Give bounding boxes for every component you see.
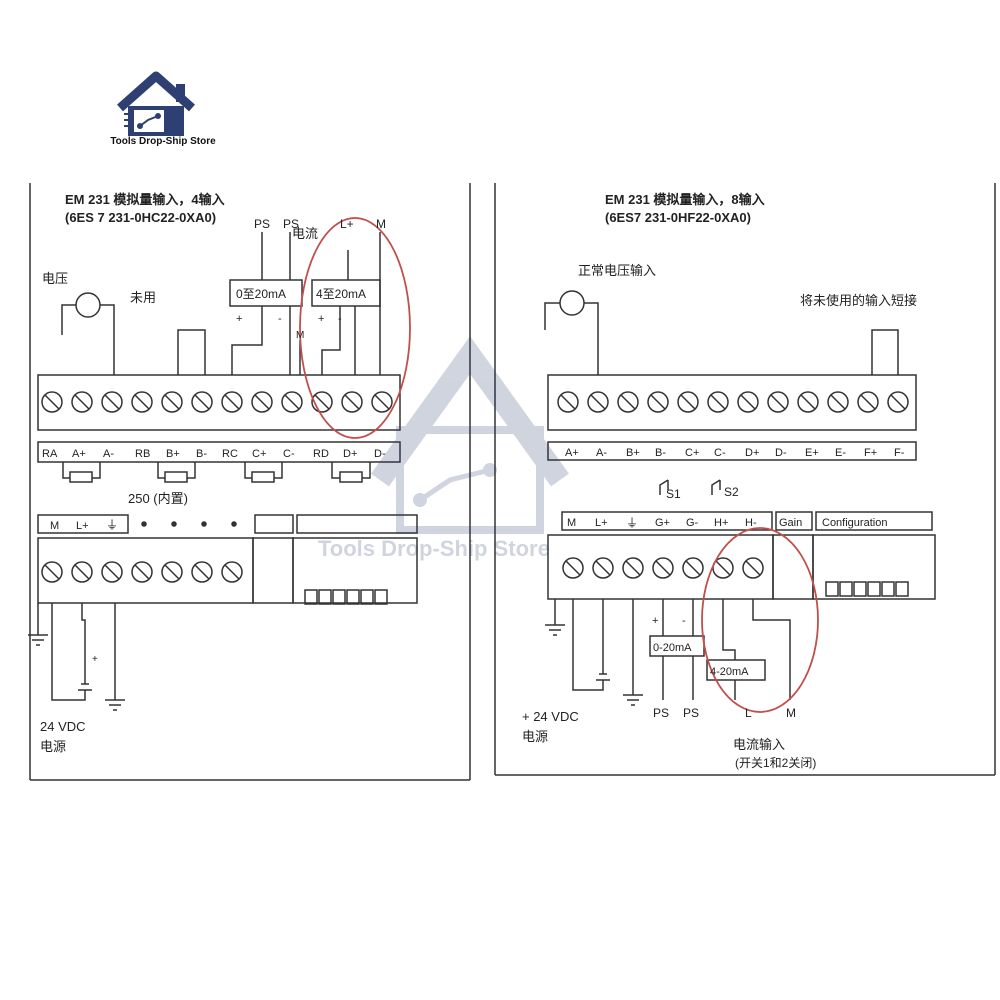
- left-ps2: PS: [283, 217, 299, 231]
- brand-name: Tools Drop-Ship Store: [110, 136, 216, 147]
- terminal-label: RA: [42, 448, 58, 460]
- left-terminal-labels: RA A+ A- RB B+ B- RC C+ C- RD D+ D-: [42, 448, 386, 460]
- right-panel: [494, 183, 996, 776]
- right-supply-label: + 24 VDC: [522, 709, 579, 724]
- left-m-small: M: [296, 330, 304, 341]
- terminal-label: B+: [166, 448, 180, 460]
- right-bottom-ps2: PS: [683, 706, 699, 720]
- terminal-label: M: [567, 517, 576, 529]
- right-title: EM 231 模拟量输入，8输入: [605, 192, 765, 207]
- left-title: EM 231 模拟量输入，4输入: [65, 192, 225, 207]
- right-part-number: (6ES7 231-0HF22-0XA0): [605, 210, 751, 225]
- left-box1: 0至20mA: [236, 287, 286, 301]
- terminal-label: D+: [343, 448, 357, 460]
- left-minus1: -: [278, 313, 282, 325]
- terminal-label: D+: [745, 447, 759, 459]
- terminal-label: RC: [222, 448, 238, 460]
- right-bottom-l: L: [745, 706, 752, 720]
- left-resistor-note: 250 (内置): [128, 491, 188, 506]
- terminal-label: B+: [626, 447, 640, 459]
- terminal-label: G-: [686, 517, 699, 529]
- right-voltage-label: 正常电压输入: [578, 263, 656, 278]
- terminal-label: C-: [283, 448, 295, 460]
- terminal-label: D-: [374, 448, 386, 460]
- right-top-screws: [557, 391, 909, 413]
- terminal-label: RD: [313, 448, 329, 460]
- switch-s2: S2: [724, 485, 739, 499]
- watermark-text: Tools Drop-Ship Store: [318, 536, 550, 561]
- terminal-label: C-: [714, 447, 726, 459]
- right-supply-sub: 电源: [522, 729, 548, 744]
- terminal-label: D-: [775, 447, 787, 459]
- right-minus: -: [682, 615, 686, 627]
- right-lower-terminal-labels: M L+ ⏚ G+ G- H+ H-: [567, 516, 757, 530]
- left-supply-label: 24 VDC: [40, 719, 86, 734]
- left-current-label: 电流: [292, 226, 318, 241]
- terminal-label: H-: [745, 517, 757, 529]
- right-box2: 4-20mA: [710, 666, 749, 678]
- right-current-input: 电流输入: [733, 737, 785, 752]
- right-bottom-screws: [562, 557, 764, 579]
- terminal-label: ⏚: [626, 516, 638, 530]
- terminal-label: L+: [595, 517, 608, 529]
- left-texts: EM 231 模拟量输入，4输入 (6ES 7 231-0HC22-0XA0) …: [40, 192, 386, 754]
- terminal-label: C+: [252, 448, 266, 460]
- left-plus-small: +: [92, 654, 98, 665]
- left-power-m: M: [50, 520, 59, 532]
- watermark: Tools Drop-Ship Store: [318, 336, 569, 561]
- left-power-ground: ⏚: [106, 518, 118, 532]
- left-minus2: -: [338, 313, 342, 325]
- house-circuit-icon: [371, 336, 569, 487]
- terminal-label: E-: [835, 447, 846, 459]
- terminal-label: A-: [103, 448, 114, 460]
- left-box2: 4至20mA: [316, 287, 366, 301]
- left-voltage-label: 电压: [42, 271, 68, 286]
- left-ps1: PS: [254, 217, 270, 231]
- terminal-label: C+: [685, 447, 699, 459]
- terminal-label: B-: [655, 447, 666, 459]
- right-bottom-ps1: PS: [653, 706, 669, 720]
- terminal-label: B-: [196, 448, 207, 460]
- house-circuit-icon: [117, 71, 195, 136]
- right-terminal-labels: A+ A- B+ B- C+ C- D+ D- E+ E- F+ F-: [565, 447, 905, 459]
- terminal-label: A+: [72, 448, 86, 460]
- left-lplus: L+: [340, 217, 354, 231]
- configuration-label: Configuration: [822, 517, 887, 529]
- right-bottom-m: M: [786, 706, 796, 720]
- left-top-screws: [41, 391, 393, 413]
- left-m: M: [376, 217, 386, 231]
- terminal-label: H+: [714, 517, 728, 529]
- left-supply-sub: 电源: [40, 739, 66, 754]
- right-unused-label: 将未使用的输入短接: [800, 293, 917, 308]
- left-bottom-screws: [41, 561, 243, 583]
- terminal-label: F-: [894, 447, 905, 459]
- right-plus: +: [652, 615, 658, 627]
- terminal-label: RB: [135, 448, 150, 460]
- gain-label: Gain: [779, 517, 802, 529]
- right-switch-note: (开关1和2关闭): [735, 756, 816, 770]
- terminal-label: G+: [655, 517, 670, 529]
- switch-s1: S1: [666, 487, 681, 501]
- left-power-lplus: L+: [76, 520, 89, 532]
- left-panel: [28, 183, 471, 781]
- terminal-label: A+: [565, 447, 579, 459]
- terminal-label: F+: [864, 447, 877, 459]
- left-plus1: +: [236, 313, 242, 325]
- right-texts: EM 231 模拟量输入，8输入 (6ES7 231-0HF22-0XA0) 正…: [522, 192, 917, 770]
- right-box1: 0-20mA: [653, 642, 692, 654]
- left-part-number: (6ES 7 231-0HC22-0XA0): [65, 210, 216, 225]
- brand-logo: Tools Drop-Ship Store: [98, 70, 228, 150]
- left-plus2: +: [318, 313, 324, 325]
- left-unused-label: 未用: [130, 290, 156, 305]
- terminal-label: A-: [596, 447, 607, 459]
- terminal-label: E+: [805, 447, 819, 459]
